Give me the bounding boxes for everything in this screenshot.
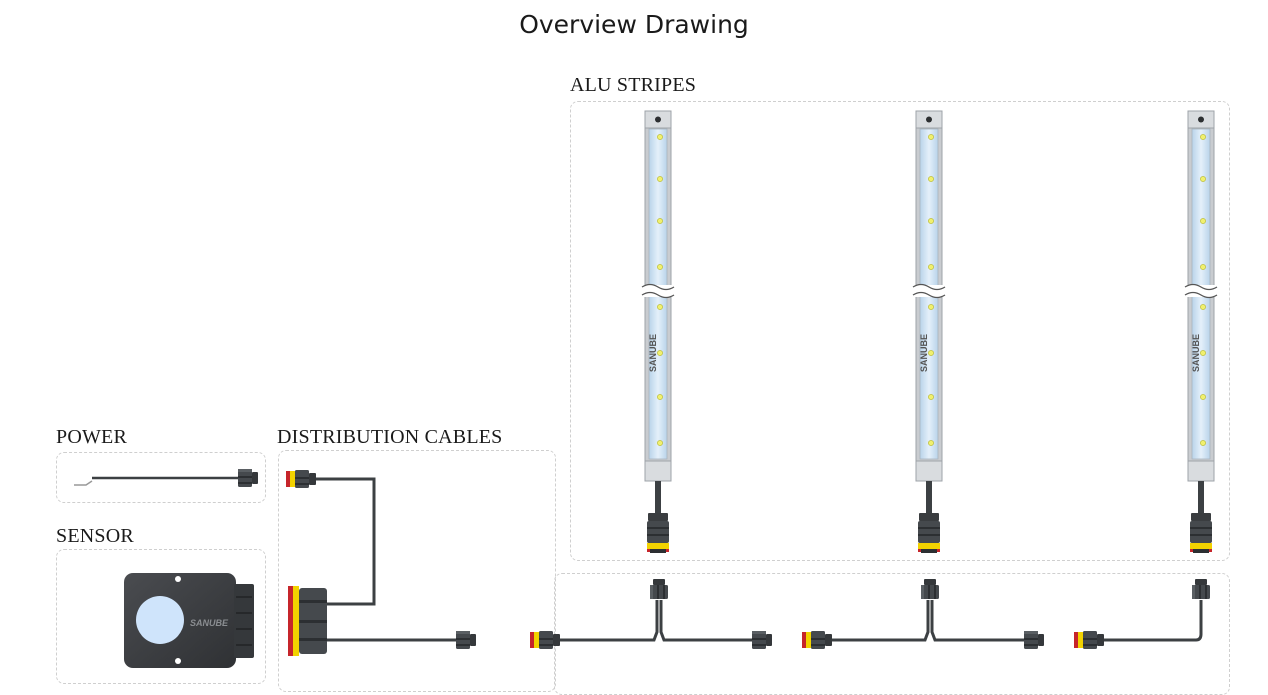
alu-strip-1 [641, 110, 675, 554]
strip-1-brand: SANUBE [648, 334, 658, 372]
strip-3-brand: SANUBE [1191, 334, 1201, 372]
power-cable [74, 469, 258, 487]
power-label: POWER [56, 426, 127, 448]
alu-strip-3 [1184, 110, 1218, 554]
distribution-splitter-2 [802, 579, 1044, 649]
alu-strip-2 [912, 110, 946, 554]
page-title: Overview Drawing [519, 10, 749, 39]
distribution-cables-label: DISTRIBUTION CABLES [277, 426, 503, 448]
distribution-splitter-1 [530, 579, 772, 649]
distribution-end-cable [1074, 579, 1210, 649]
sensor-unit [124, 573, 254, 668]
strip-2-brand: SANUBE [919, 334, 929, 372]
distribution-cable-main [286, 470, 476, 656]
alu-stripes-box [570, 101, 1230, 561]
sensor-brand: SANUBE [190, 618, 229, 628]
power-box [56, 452, 266, 503]
alu-stripes-label: ALU STRIPES [570, 74, 697, 96]
sensor-label: SENSOR [56, 525, 134, 547]
